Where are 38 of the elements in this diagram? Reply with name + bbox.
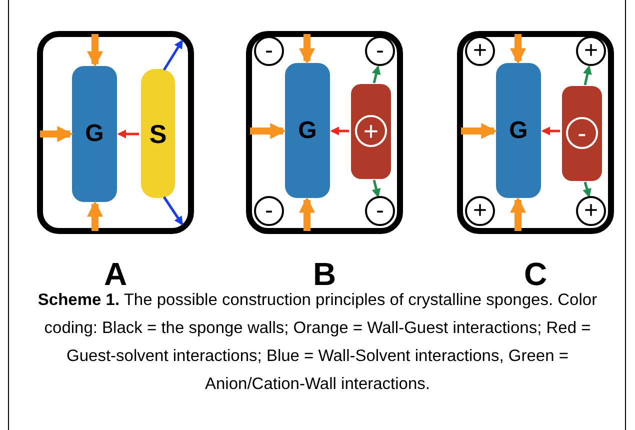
charge-circle: + xyxy=(576,196,606,226)
charge-circle: - xyxy=(254,36,284,66)
panel-letter: B xyxy=(312,256,338,293)
arrow xyxy=(299,196,315,231)
arrow xyxy=(162,196,184,226)
arrow xyxy=(299,34,315,64)
arrow xyxy=(541,126,560,136)
arrow xyxy=(582,182,592,198)
charge-circle: - xyxy=(365,36,395,66)
solvent-box: S xyxy=(141,69,175,198)
charge-circle: - xyxy=(566,117,598,149)
arrow xyxy=(87,34,103,68)
charge-circle: + xyxy=(576,36,606,66)
charge-circle: + xyxy=(355,115,387,147)
guest-box: G xyxy=(285,63,330,198)
arrow xyxy=(372,65,381,84)
panel-letter: A xyxy=(102,256,128,293)
arrow xyxy=(250,123,286,139)
arrow xyxy=(583,65,592,86)
arrow xyxy=(117,130,139,138)
charge-circle: - xyxy=(254,196,284,226)
charge-circle: + xyxy=(465,196,495,226)
arrow xyxy=(461,123,498,139)
charge-circle: + xyxy=(465,36,495,66)
ion-box xyxy=(562,86,602,181)
ion-box xyxy=(351,84,391,179)
arrow xyxy=(510,34,526,64)
panel-letter: C xyxy=(522,256,548,293)
arrow xyxy=(40,126,74,142)
arrow xyxy=(372,180,381,198)
arrow xyxy=(162,39,184,71)
guest-box: G xyxy=(72,66,117,202)
guest-box: G xyxy=(496,63,541,198)
charge-circle: - xyxy=(365,196,395,226)
caption-text: Scheme 1. The possible construction principles of crystalline sponges. Color coding: Black = the sponge walls; Orange = Wall-Guest interactions; Red = Guest-solvent interactions; Blue = Wall-Solvent interactions, Green = Anion/Cation-Wall interactions. xyxy=(36,290,598,395)
arrow xyxy=(330,126,349,136)
arrow xyxy=(87,200,103,231)
arrow xyxy=(510,196,526,231)
